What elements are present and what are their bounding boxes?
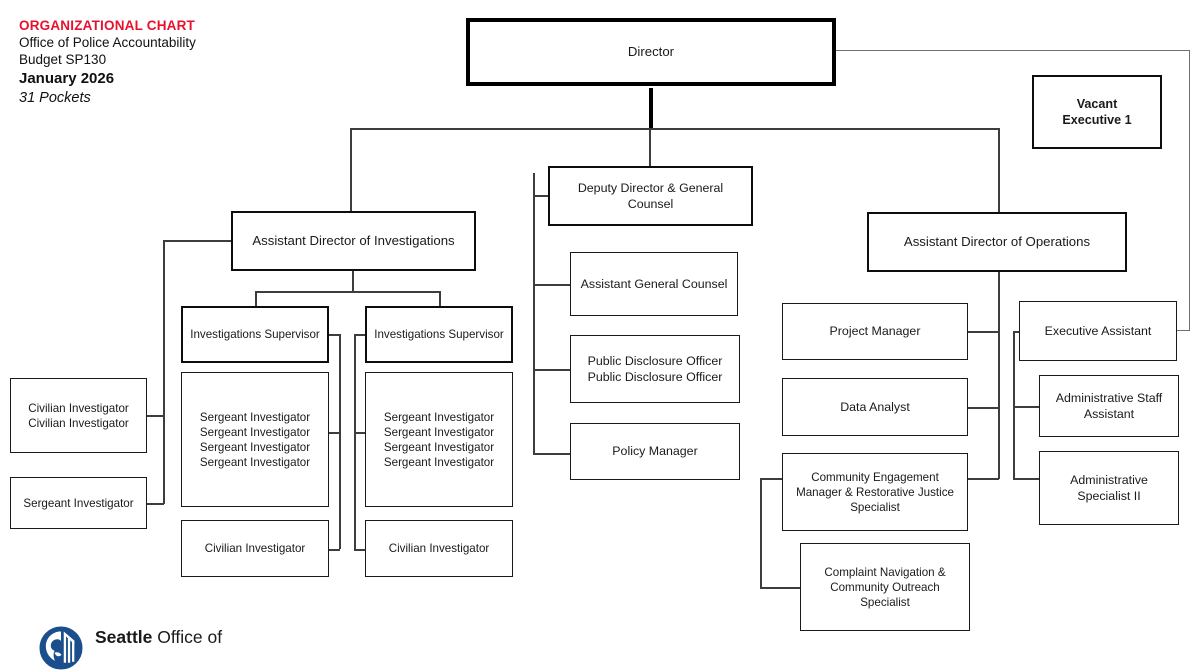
connector-director-stem [649,88,653,130]
node-vacant-executive[interactable]: Vacant Executive 1 [1032,75,1162,149]
node-administrative-specialist-2[interactable]: Administrative Specialist II [1039,451,1179,525]
node-deputy-director-general-counsel[interactable]: Deputy Director & General Counsel [548,166,753,226]
node-director[interactable]: Director [466,18,836,86]
connector-supervisor2-to-civilian [354,549,366,551]
connector-supervisor1-to-civilian [329,549,340,551]
connector-supervisor2-stub [354,334,366,336]
connector-bus-to-supervisor-2 [439,291,441,306]
connector-bus-to-supervisor-1 [255,291,257,306]
connector-deputy-to-policy [533,453,570,455]
connector-ops-to-community-engagement [968,478,999,480]
connector-ops-right-spine [1013,331,1015,479]
node-data-analyst[interactable]: Data Analyst [782,378,968,436]
connector-exec-assistant-stub [1176,330,1190,332]
connector-ad-invest-stem [352,271,354,291]
node-civilian-investigators-left[interactable]: Civilian Investigator Civilian Investiga… [10,378,147,453]
chart-header: ORGANIZATIONAL CHART Office of Police Ac… [19,18,309,108]
node-civilian-investigator-1[interactable]: Civilian Investigator [181,520,329,577]
connector-ops-to-admin-specialist [1013,478,1040,480]
connector-community-stub [760,478,782,480]
connector-ops-to-data-analyst [968,407,999,409]
connector-director-to-exec-assistant-h [836,50,1190,52]
node-investigations-supervisor-2[interactable]: Investigations Supervisor [365,306,513,363]
connector-ops-to-admin-staff-assistant [1013,406,1040,408]
node-sergeant-investigators-2[interactable]: Sergeant Investigator Sergeant Investiga… [365,372,513,507]
connector-ops-to-project-manager [968,331,999,333]
connector-bus-to-ad-investigations [350,128,352,212]
chart-date: January 2026 [19,70,115,87]
node-public-disclosure-officers[interactable]: Public Disclosure Officer Public Disclos… [570,335,740,403]
connector-to-complaint-navigation [760,587,800,589]
logo-wordmark: Seattle Office of Police Accountability [95,606,255,670]
node-administrative-staff-assistant[interactable]: Administrative Staff Assistant [1039,375,1179,437]
connector-supervisor1-stub [329,334,340,336]
node-community-engagement-manager[interactable]: Community Engagement Manager & Restorati… [782,453,968,531]
chart-org-name: Office of Police Accountability [19,35,196,50]
connector-deputy-to-agc [533,284,570,286]
connector-ops-left-spine [998,271,1000,479]
connector-to-civilian-investigators-left [146,415,164,417]
logo-line1-rest: Office of [152,627,223,647]
chart-budget: Budget SP130 [19,52,107,67]
node-assistant-general-counsel[interactable]: Assistant General Counsel [570,252,738,316]
node-complaint-navigation-specialist[interactable]: Complaint Navigation & Community Outreac… [800,543,970,631]
node-policy-manager[interactable]: Policy Manager [570,423,740,480]
connector-director-to-exec-assistant-v [1189,50,1191,331]
node-assistant-director-investigations[interactable]: Assistant Director of Investigations [231,211,476,271]
connector-to-sergeant-investigator-left [146,503,164,505]
connector-ops-to-exec-assistant [1013,331,1021,333]
connector-invest-left-stub [163,240,231,242]
connector-invest-left-spine [163,240,165,504]
logo-line1-bold: Seattle [95,627,153,647]
connector-deputy-stub [533,195,549,197]
seattle-city-seal-icon [38,625,84,670]
chart-title: ORGANIZATIONAL CHART [19,18,195,33]
node-project-manager[interactable]: Project Manager [782,303,968,360]
node-sergeant-investigator-left[interactable]: Sergeant Investigator [10,477,147,529]
connector-deputy-to-pdo [533,369,570,371]
connector-bus-to-deputy-director [649,128,651,166]
connector-main-bus [350,128,1000,130]
node-assistant-director-operations[interactable]: Assistant Director of Operations [867,212,1127,272]
node-sergeant-investigators-1[interactable]: Sergeant Investigator Sergeant Investiga… [181,372,329,507]
node-executive-assistant[interactable]: Executive Assistant [1019,301,1177,361]
node-civilian-investigator-2[interactable]: Civilian Investigator [365,520,513,577]
connector-community-spine [760,478,762,588]
connector-supervisor2-spine [354,334,356,549]
connector-supervisor-bus [255,291,440,293]
connector-supervisor1-spine [339,334,341,549]
connector-bus-to-ad-operations [998,128,1000,213]
seattle-opa-logo: Seattle Office of Police Accountability [38,606,255,670]
connector-deputy-spine [533,173,535,454]
connector-supervisor1-to-sergeants [329,432,340,434]
chart-position-count: 31 Pockets [19,90,91,106]
node-investigations-supervisor-1[interactable]: Investigations Supervisor [181,306,329,363]
connector-supervisor2-to-sergeants [354,432,366,434]
